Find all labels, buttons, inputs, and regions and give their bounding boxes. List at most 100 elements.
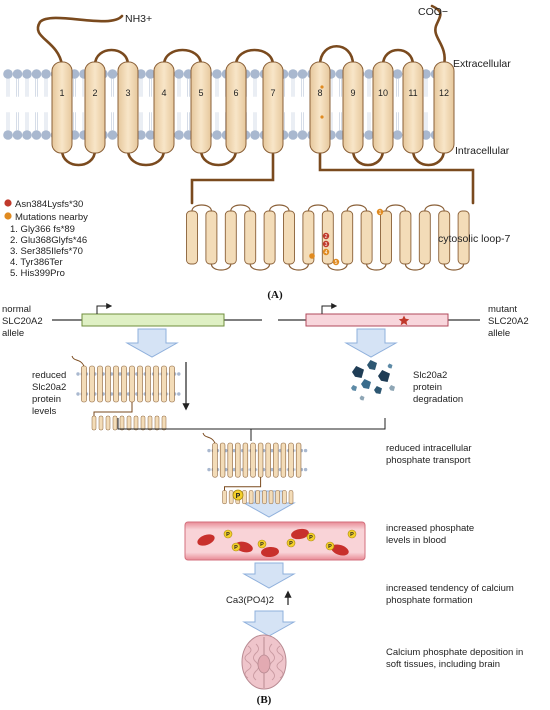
mini-loop-segment	[275, 490, 280, 505]
loop-segment	[244, 210, 257, 265]
n-terminus-label: NH3+	[125, 13, 152, 25]
protein-chain	[36, 4, 475, 205]
lipid-head	[107, 69, 118, 79]
chain-link	[126, 148, 166, 167]
helix-number: 5	[198, 88, 203, 98]
brain-icon	[241, 634, 287, 690]
lipid-head	[421, 130, 431, 140]
mini-loop-segment	[228, 490, 234, 505]
phosphate-icon	[306, 532, 316, 542]
red-blood-cell	[291, 528, 309, 540]
chain-link	[318, 148, 475, 205]
n-terminal-tail	[36, 14, 124, 67]
protein-fragment	[352, 366, 364, 378]
loop-mutation-marker	[376, 208, 384, 216]
mini-lipid	[207, 448, 211, 453]
mini-tail	[71, 355, 85, 367]
phosphate-icon	[325, 541, 335, 551]
lipid-head	[174, 130, 184, 140]
mini-helix	[250, 442, 256, 478]
helix-number: 10	[378, 88, 388, 98]
loop-mutation-marker	[322, 232, 330, 240]
mini-loop-segment	[288, 490, 294, 505]
mini-helix	[129, 365, 135, 403]
loop-segment	[224, 210, 237, 265]
lipid-head	[41, 69, 51, 79]
normal-gene-box	[81, 313, 225, 327]
helix-number: 9	[350, 88, 355, 98]
nearby-item-4: 4. Tyr386Ter	[10, 257, 63, 268]
normal-allele-line-2: SLC20A2	[2, 316, 43, 327]
protein-fragment	[359, 395, 365, 401]
mini-loop-segment	[222, 490, 227, 505]
loop-link	[249, 263, 271, 271]
reduced-protein-line-2: Slc20a2	[32, 382, 66, 393]
mini-loop-segment	[268, 490, 274, 505]
helix-5	[190, 61, 212, 154]
helix-3	[117, 61, 139, 154]
loop-segment	[457, 210, 470, 265]
reduced-protein-line-4: levels	[32, 406, 57, 417]
lipid-head	[212, 69, 222, 79]
main-mutation-dot	[4, 199, 12, 207]
helix-7	[262, 61, 284, 154]
degradation-line-1: Slc20a2	[413, 370, 447, 381]
mini-link	[93, 402, 133, 416]
mini-helix	[105, 365, 111, 403]
flow-arrows	[125, 328, 398, 637]
reduced-transport-line-2: phosphate transport	[386, 455, 471, 466]
mini-helix	[161, 365, 167, 403]
red-blood-cell	[331, 544, 349, 556]
mini-helix	[89, 365, 95, 403]
mini-helix	[145, 365, 151, 403]
mini-loop-segment	[282, 490, 287, 505]
phosphate-symbol: P	[289, 541, 293, 547]
loop-segment	[380, 210, 392, 265]
mini-lipid	[177, 392, 181, 396]
c-terminus-label: COO−	[418, 6, 448, 18]
mini-helix	[97, 365, 103, 403]
mutant-gene-box	[305, 313, 449, 327]
lipid-head	[31, 130, 42, 140]
phosphate-icon	[347, 529, 357, 539]
phosphate-icon	[257, 539, 267, 549]
mutant-allele: mutant SLC20A2 allele	[278, 303, 529, 339]
protein-fragment	[361, 379, 371, 389]
mini-lipid	[303, 467, 308, 472]
helix-number: 11	[408, 88, 417, 98]
mini-helix	[242, 442, 249, 478]
mini-loop-segment	[147, 415, 153, 431]
loop-segment	[263, 210, 276, 265]
loop-segment	[341, 210, 354, 265]
protein-fragment	[374, 386, 382, 394]
chain-link	[190, 148, 275, 205]
mini-loop-segment	[105, 415, 111, 431]
helix-12	[433, 61, 455, 154]
nearby-heading: Mutations nearby	[15, 212, 88, 223]
mini-lipid	[270, 467, 274, 472]
loop-mutation-marker	[309, 253, 315, 259]
chain-link	[381, 48, 415, 67]
mini-lipid	[303, 448, 308, 453]
lipid-head	[392, 130, 403, 140]
loop-link	[366, 263, 387, 271]
lipid-head	[288, 130, 298, 140]
phosphate-symbol: P	[350, 532, 354, 538]
mini-helix	[113, 365, 119, 403]
lipid-head	[136, 69, 146, 79]
mini-helix	[235, 442, 241, 478]
helix-number: 1	[59, 88, 64, 98]
nearby-item-2: 2. Glu368Glyfs*46	[10, 235, 87, 246]
normal-promoter-arrow	[96, 303, 113, 314]
helix-number: 6	[233, 88, 238, 98]
phosphate-symbol: P	[236, 493, 241, 500]
mini-loop-segment	[262, 490, 267, 505]
helix-number: 3	[125, 88, 130, 98]
degradation-line-2: protein	[413, 382, 442, 393]
block-arrow	[242, 562, 296, 589]
protein-fragment	[351, 385, 357, 391]
red-blood-cell	[261, 546, 279, 558]
mini-helix	[219, 442, 226, 478]
mini-helix	[169, 365, 175, 403]
